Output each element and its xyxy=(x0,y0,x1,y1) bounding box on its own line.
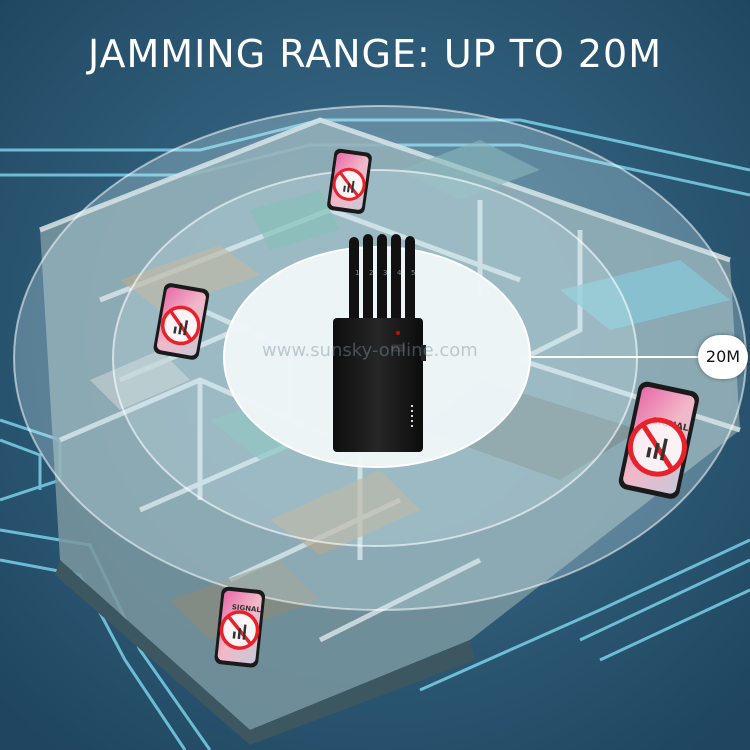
signal-label: SIGNAL xyxy=(231,603,261,614)
antenna-number: 5 xyxy=(411,269,415,277)
watermark-text: www.sunsky-online.com xyxy=(262,340,478,361)
page-title: JAMMING RANGE: UP TO 20M xyxy=(87,32,663,76)
range-badge: 20M xyxy=(698,335,748,379)
antenna-number: 1 xyxy=(355,269,359,277)
antenna-number: 4 xyxy=(397,269,402,277)
signal-jammer-device: 1 2 3 4 5 xyxy=(333,234,426,452)
prohibited-signal-icon xyxy=(332,167,366,201)
antenna-number: 2 xyxy=(369,269,373,277)
blocked-phone-right: SIGNAL xyxy=(618,381,699,499)
prohibited-signal-icon xyxy=(219,610,260,650)
antenna-number: 3 xyxy=(383,269,387,277)
blocked-phone-left xyxy=(153,283,210,360)
blocked-phone-top xyxy=(327,148,372,214)
blocked-phone-bottom: SIGNAL xyxy=(214,586,266,668)
prohibited-signal-icon xyxy=(627,417,687,477)
prohibited-signal-icon xyxy=(160,305,201,346)
